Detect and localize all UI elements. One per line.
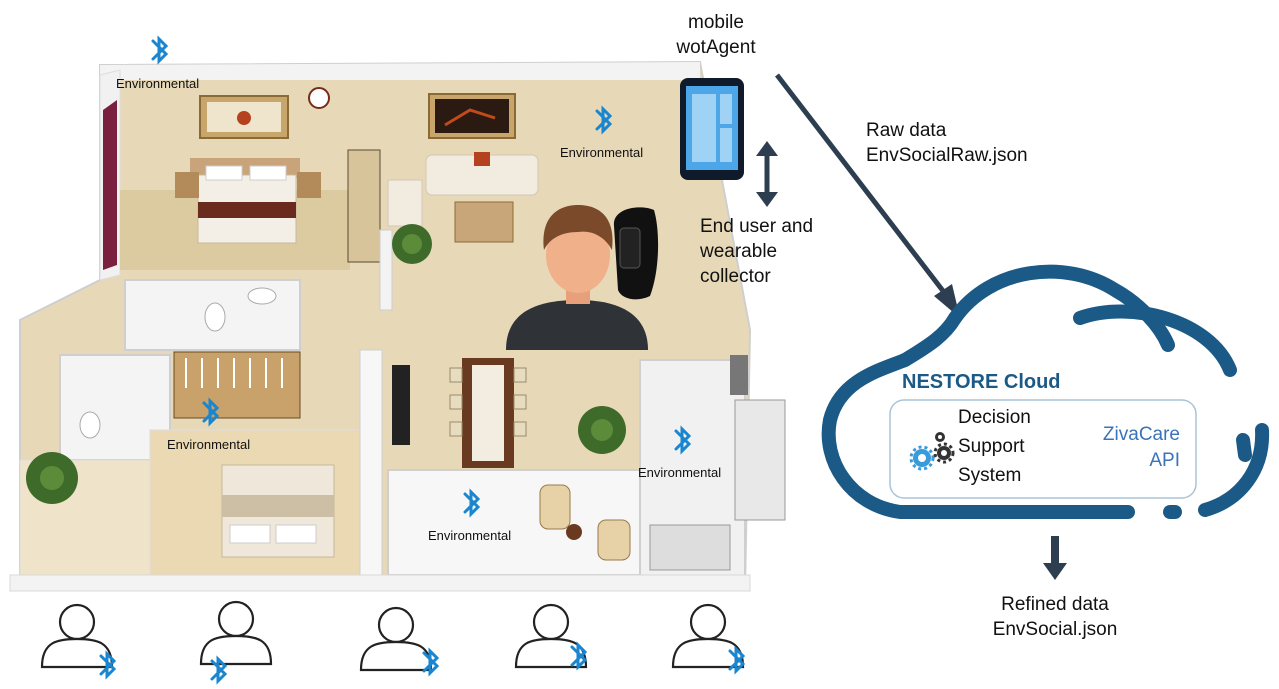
zivacare-api-label: ZivaCare API <box>1080 422 1180 474</box>
end-user-label: End user and wearable collector <box>700 214 813 289</box>
mobile-label-line1: mobile <box>688 12 744 33</box>
dss-line3: System <box>958 465 1022 486</box>
end-user-line3: collector <box>700 266 771 287</box>
smartphone-icon <box>680 78 744 180</box>
environmental-label: Environmental <box>116 76 200 91</box>
sync-arrow <box>756 141 778 207</box>
dss-line1: Decision <box>958 407 1031 428</box>
gears-icon <box>909 432 955 471</box>
person-icon <box>671 603 745 669</box>
cloud-inner-panel <box>889 399 1197 499</box>
environmental-label: Environmental <box>638 465 722 480</box>
raw-data-line1: Raw data <box>866 120 947 141</box>
person-icon <box>199 600 273 666</box>
refined-data-arrow <box>1043 536 1067 580</box>
refined-data-label: Refined data EnvSocial.json <box>975 592 1135 642</box>
environmental-label: Environmental <box>560 145 644 160</box>
end-user-avatar <box>506 205 648 350</box>
dss-line2: Support <box>958 436 1025 457</box>
person-icon <box>514 603 588 669</box>
environmental-label: Environmental <box>167 437 251 452</box>
refined-data-line1: Refined data <box>1001 594 1109 615</box>
end-user-line1: End user and <box>700 216 814 237</box>
refined-data-line2: EnvSocial.json <box>992 619 1118 640</box>
smartband-icon <box>613 207 659 300</box>
cloud-icon <box>821 264 1270 519</box>
dss-label: Decision Support System <box>958 403 1031 490</box>
floor-plan <box>9 60 786 592</box>
mobile-wotagent-label: mobile wotAgent <box>666 10 766 60</box>
mobile-label-line2: wotAgent <box>676 37 756 58</box>
bluetooth-icon <box>210 657 227 683</box>
person-icon <box>359 606 433 672</box>
environmental-label: Environmental <box>428 528 512 543</box>
ziva-line2: API <box>1149 450 1180 471</box>
end-user-line2: wearable <box>700 241 778 262</box>
ziva-line1: ZivaCare <box>1102 424 1180 445</box>
cloud-title: NESTORE Cloud <box>902 371 1061 393</box>
raw-data-line2: EnvSocialRaw.json <box>866 145 1028 166</box>
bluetooth-icon <box>151 37 168 63</box>
raw-data-label: Raw data EnvSocialRaw.json <box>866 118 1028 168</box>
